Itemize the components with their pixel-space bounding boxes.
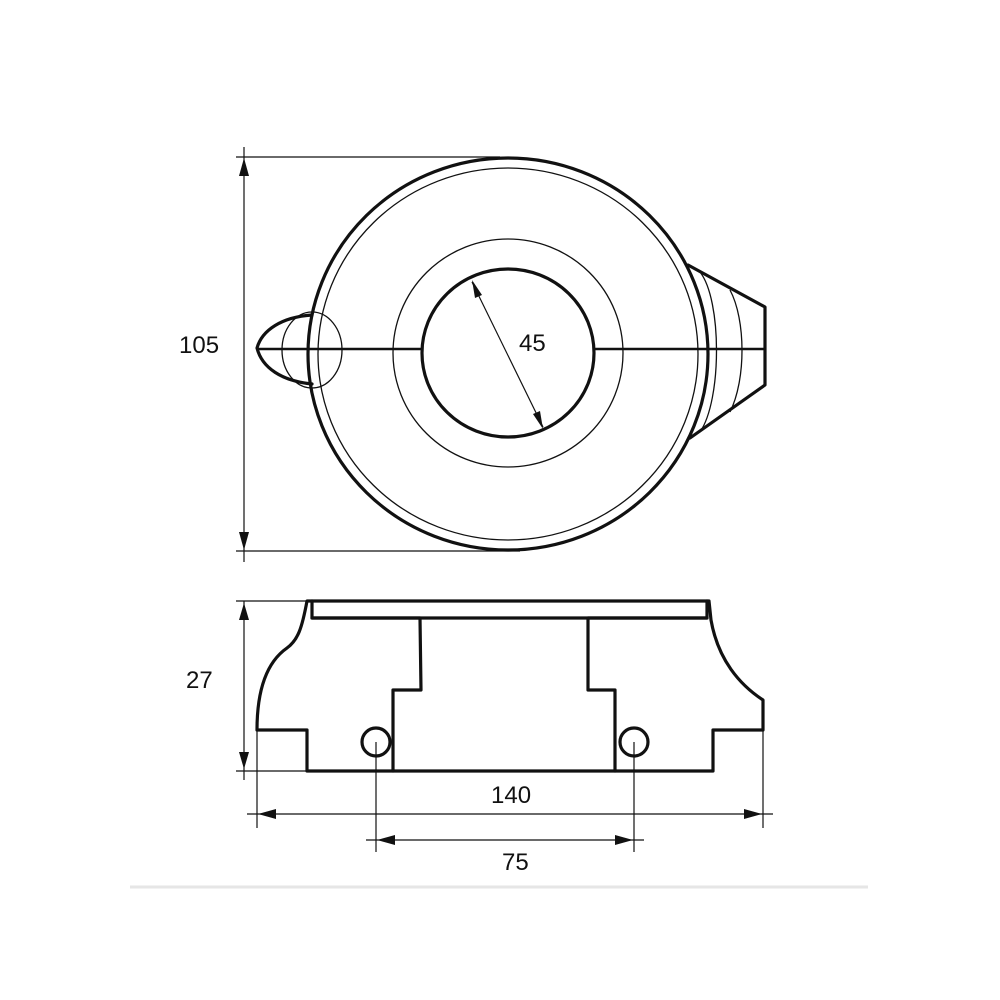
top-plate xyxy=(310,599,709,620)
diameter-label: 45 xyxy=(519,330,546,357)
length-arrow-left xyxy=(258,809,276,819)
side-view: 27 140 75 xyxy=(186,599,773,876)
left-lug xyxy=(255,313,314,386)
cavity-wall-left xyxy=(310,616,423,773)
spacing-arrow-right xyxy=(615,835,633,845)
cavity-wall-right xyxy=(586,616,709,773)
outer-rim-inner xyxy=(317,167,699,541)
outer-rim xyxy=(306,156,710,552)
side-height-arrow-top xyxy=(239,603,249,620)
length-arrow-right xyxy=(744,809,762,819)
diameter-arrow-top xyxy=(472,280,482,298)
top-view: 45 105 xyxy=(179,147,767,562)
bore-ring xyxy=(392,238,624,468)
side-profile xyxy=(255,599,765,773)
length-label: 140 xyxy=(491,782,531,809)
height-arrow-top xyxy=(239,158,249,176)
right-nose-arc-inner xyxy=(729,289,743,413)
diameter-dimension-line xyxy=(471,281,544,428)
height-label: 105 xyxy=(179,332,219,359)
side-height-label: 27 xyxy=(186,667,213,694)
height-arrow-bottom xyxy=(239,532,249,550)
right-nose-arc-outer xyxy=(699,271,718,433)
right-nose xyxy=(686,263,767,440)
spacing-label: 75 xyxy=(502,849,529,876)
side-height-arrow-bottom xyxy=(239,752,249,769)
diameter-arrow-bottom xyxy=(533,411,543,429)
spacing-arrow-left xyxy=(377,835,395,845)
bore xyxy=(420,267,596,439)
